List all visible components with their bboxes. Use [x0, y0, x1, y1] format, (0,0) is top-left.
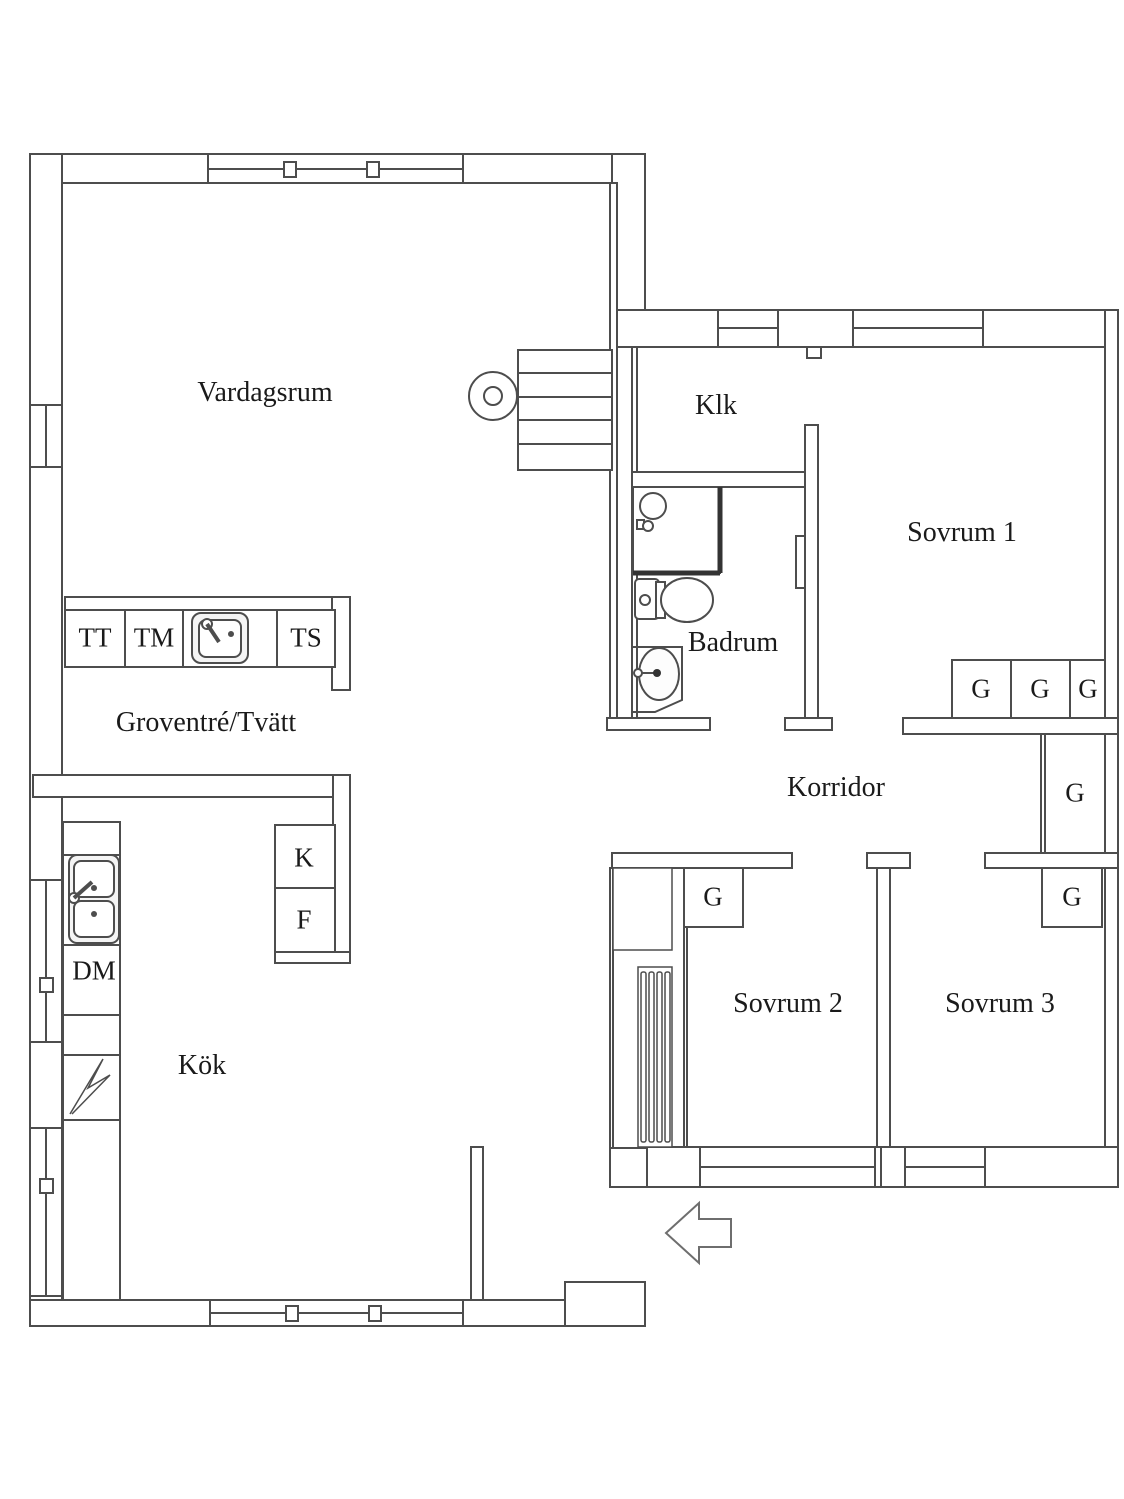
wardrobe-label-g-sovrum2: G — [703, 881, 723, 912]
window-left-kitchen-1 — [29, 879, 63, 1043]
room-label-sovrum3: Sovrum 3 — [945, 988, 1055, 1019]
kitchen-sink-icon — [68, 854, 120, 944]
room-label-sovrum2: Sovrum 2 — [733, 988, 843, 1019]
wardrobe-sovrum2 — [683, 867, 744, 928]
window-left-upper — [29, 404, 63, 468]
hall-niche — [612, 867, 673, 951]
appliance-label-dm: DM — [72, 955, 116, 986]
shower-icon — [632, 486, 723, 576]
wardrobe-label-g1: G — [971, 673, 991, 704]
appliance-label-tt: TT — [78, 622, 112, 653]
room-label-sovrum1: Sovrum 1 — [907, 517, 1017, 548]
wardrobe-label-g2: G — [1030, 673, 1050, 704]
window-top — [207, 153, 464, 184]
wardrobe-row-sovrum1 — [951, 659, 1106, 719]
fireplace-icon — [468, 371, 518, 421]
laundry-counter — [64, 609, 336, 668]
room-label-kok: Kök — [177, 1050, 227, 1081]
radiator-icon — [637, 966, 673, 1148]
wardrobes — [683, 659, 1106, 928]
appliance-label-tm: TM — [133, 622, 175, 653]
stove-icon — [69, 1058, 111, 1115]
laundry-sink-icon — [191, 612, 249, 664]
wardrobe-label-g-korridor: G — [1065, 777, 1085, 808]
window-left-kitchen-2 — [29, 1127, 63, 1297]
fridge-freezer-cabinet — [274, 824, 351, 964]
appliance-label-ts: TS — [290, 622, 322, 653]
window-bottom — [209, 1299, 464, 1327]
appliance-label-f: F — [296, 904, 312, 935]
appliance-label-k: K — [294, 842, 314, 873]
wardrobe-label-g3: G — [1078, 673, 1098, 704]
bathroom-sink-icon — [632, 646, 683, 713]
room-label-vardagsrum: Vardagsrum — [197, 377, 333, 408]
toilet-icon — [634, 577, 714, 623]
wardrobe-label-g-sovrum3: G — [1062, 881, 1082, 912]
window-wing-bottom-1 — [699, 1146, 876, 1188]
wardrobe-sovrum3 — [1041, 867, 1103, 928]
window-wing-top-1 — [717, 309, 779, 348]
kitchen-counter — [62, 821, 121, 1301]
entrance-arrow-icon — [664, 1200, 732, 1266]
room-label-korridor: Korridor — [787, 772, 885, 803]
staircase — [517, 349, 613, 471]
room-label-groventre: Groventré/Tvätt — [115, 707, 297, 738]
bathroom-door-leaf — [795, 535, 806, 589]
window-wing-top-2 — [852, 309, 984, 348]
room-label-badrum: Badrum — [687, 627, 779, 658]
room-label-klk: Klk — [695, 390, 737, 421]
window-wing-bottom-2 — [904, 1146, 986, 1188]
